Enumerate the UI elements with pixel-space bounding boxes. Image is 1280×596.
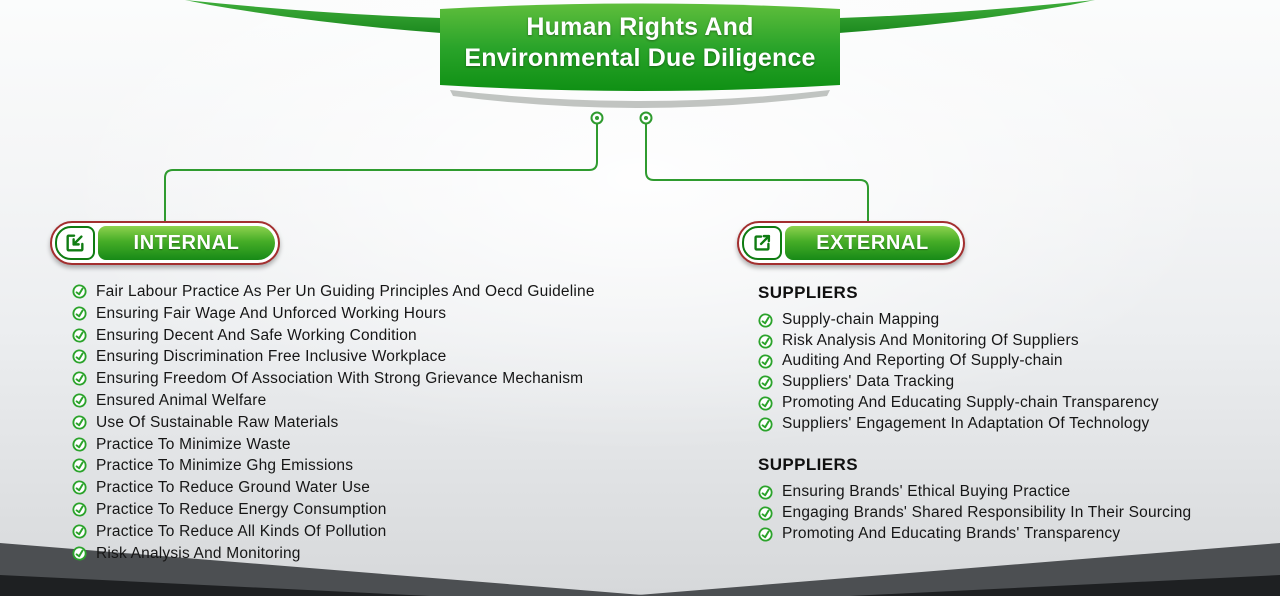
suppliers-group-1: SUPPLIERS Supply-chain Mapping Risk Anal… <box>758 283 1258 434</box>
external-badge-iconbox <box>742 226 782 260</box>
arrow-out-of-box-icon <box>754 234 771 251</box>
list-item-label: Risk Analysis And Monitoring Of Supplier… <box>782 331 1079 349</box>
connector-line-internal <box>164 124 598 221</box>
check-icon <box>758 416 773 432</box>
external-badge-label: EXTERNAL <box>785 226 960 260</box>
internal-badge: INTERNAL <box>50 221 280 265</box>
list-item-label: Risk Analysis And Monitoring <box>96 544 301 562</box>
check-icon <box>72 437 87 452</box>
check-icon <box>72 502 87 517</box>
list-item: Promoting And Educating Brands' Transpar… <box>758 524 1258 545</box>
bottom-right-wedge <box>625 543 1280 596</box>
list-item: Practice To Minimize Waste <box>72 434 692 456</box>
list-item: Fair Labour Practice As Per Un Guiding P… <box>72 281 692 303</box>
internal-badge-label: INTERNAL <box>98 226 275 260</box>
banner-shadow <box>450 90 830 108</box>
list-item-label: Practice To Reduce Ground Water Use <box>96 479 371 497</box>
list-item: Promoting And Educating Supply-chain Tra… <box>758 393 1258 414</box>
list-item: Practice To Reduce Energy Consumption <box>72 499 692 521</box>
check-icon <box>72 458 87 473</box>
check-icon <box>72 480 87 495</box>
list-item-label: Promoting And Educating Supply-chain Tra… <box>782 393 1159 411</box>
bottom-right-wedge-dark <box>850 575 1280 596</box>
internal-list: Fair Labour Practice As Per Un Guiding P… <box>72 281 692 564</box>
list-item-label: Ensuring Fair Wage And Unforced Working … <box>96 304 447 322</box>
list-item-label: Practice To Reduce All Kinds Of Pollutio… <box>96 522 387 540</box>
check-icon <box>758 485 773 500</box>
check-icon <box>72 393 87 408</box>
group-heading: SUPPLIERS <box>758 455 858 475</box>
check-icon <box>758 396 773 411</box>
list-item: Use Of Sustainable Raw Materials <box>72 412 692 434</box>
page-title-line1: Human Rights And <box>526 13 754 41</box>
list-item: Risk Analysis And Monitoring Of Supplier… <box>758 331 1258 352</box>
list-item: Suppliers' Engagement In Adaptation Of T… <box>758 414 1258 435</box>
suppliers-list-1: Supply-chain Mapping Risk Analysis And M… <box>758 310 1258 434</box>
list-item-label: Suppliers' Data Tracking <box>782 373 955 391</box>
list-item: Ensuring Decent And Safe Working Conditi… <box>72 325 692 347</box>
page-title-line2: Environmental Due Diligence <box>464 44 816 72</box>
list-item-label: Ensured Animal Welfare <box>96 391 267 409</box>
check-icon <box>72 546 87 561</box>
list-item-label: Suppliers' Engagement In Adaptation Of T… <box>782 414 1150 432</box>
list-item-label: Practice To Minimize Waste <box>96 435 291 453</box>
arrow-into-box-icon <box>66 234 84 252</box>
list-item: Suppliers' Data Tracking <box>758 372 1258 393</box>
list-item-label: Supply-chain Mapping <box>782 311 940 328</box>
list-item: Ensured Animal Welfare <box>72 390 692 412</box>
group-heading: SUPPLIERS <box>758 283 858 302</box>
page-title: Human Rights And Environmental Due Dilig… <box>440 12 840 74</box>
list-item-label: Auditing And Reporting Of Supply-chain <box>782 352 1063 370</box>
list-item: Ensuring Fair Wage And Unforced Working … <box>72 303 692 325</box>
list-item-label: Ensuring Discrimination Free Inclusive W… <box>96 348 447 366</box>
list-item-label: Practice To Reduce Energy Consumption <box>96 500 387 518</box>
check-icon <box>72 371 87 386</box>
list-item: Practice To Minimize Ghg Emissions <box>72 455 692 477</box>
list-item-label: Engaging Brands' Shared Responsibility I… <box>782 503 1192 521</box>
external-badge: EXTERNAL <box>737 221 965 265</box>
list-item: Ensuring Freedom Of Association With Str… <box>72 368 692 390</box>
list-item: Engaging Brands' Shared Responsibility I… <box>758 503 1258 524</box>
list-item-label: Practice To Minimize Ghg Emissions <box>96 457 354 475</box>
list-item-label: Ensuring Brands' Ethical Buying Practice <box>782 483 1071 501</box>
list-item-label: Fair Labour Practice As Per Un Guiding P… <box>96 283 595 300</box>
suppliers-list-2: Ensuring Brands' Ethical Buying Practice… <box>758 482 1258 544</box>
check-icon <box>72 306 87 321</box>
check-icon <box>72 415 87 430</box>
suppliers-group-2: SUPPLIERS Ensuring Brands' Ethical Buyin… <box>758 455 1258 544</box>
check-icon <box>758 375 773 390</box>
check-icon <box>72 349 87 364</box>
check-icon <box>758 506 773 521</box>
check-icon <box>758 527 773 542</box>
list-item: Supply-chain Mapping <box>758 310 1258 331</box>
ribbon-tail-right <box>839 0 1095 33</box>
list-item: Auditing And Reporting Of Supply-chain <box>758 351 1258 372</box>
list-item: Risk Analysis And Monitoring <box>72 543 692 565</box>
list-item-label: Ensuring Freedom Of Association With Str… <box>96 370 584 388</box>
check-icon <box>758 354 773 369</box>
external-column: SUPPLIERS Supply-chain Mapping Risk Anal… <box>758 283 1258 544</box>
check-icon <box>758 313 773 328</box>
ribbon-tail-left <box>185 0 441 33</box>
check-icon <box>758 334 773 349</box>
check-icon <box>72 328 87 343</box>
check-icon <box>72 284 87 299</box>
list-item: Ensuring Discrimination Free Inclusive W… <box>72 346 692 368</box>
list-item: Ensuring Brands' Ethical Buying Practice <box>758 482 1258 503</box>
list-item: Practice To Reduce All Kinds Of Pollutio… <box>72 521 692 543</box>
bottom-left-wedge-dark <box>0 575 430 596</box>
list-item-label: Promoting And Educating Brands' Transpar… <box>782 524 1121 542</box>
list-item-label: Use Of Sustainable Raw Materials <box>96 413 339 431</box>
check-icon <box>72 524 87 539</box>
connector-line-external <box>645 124 869 221</box>
list-item-label: Ensuring Decent And Safe Working Conditi… <box>96 326 417 344</box>
connector-node-icon <box>590 111 653 125</box>
internal-badge-iconbox <box>55 226 95 260</box>
list-item: Practice To Reduce Ground Water Use <box>72 477 692 499</box>
